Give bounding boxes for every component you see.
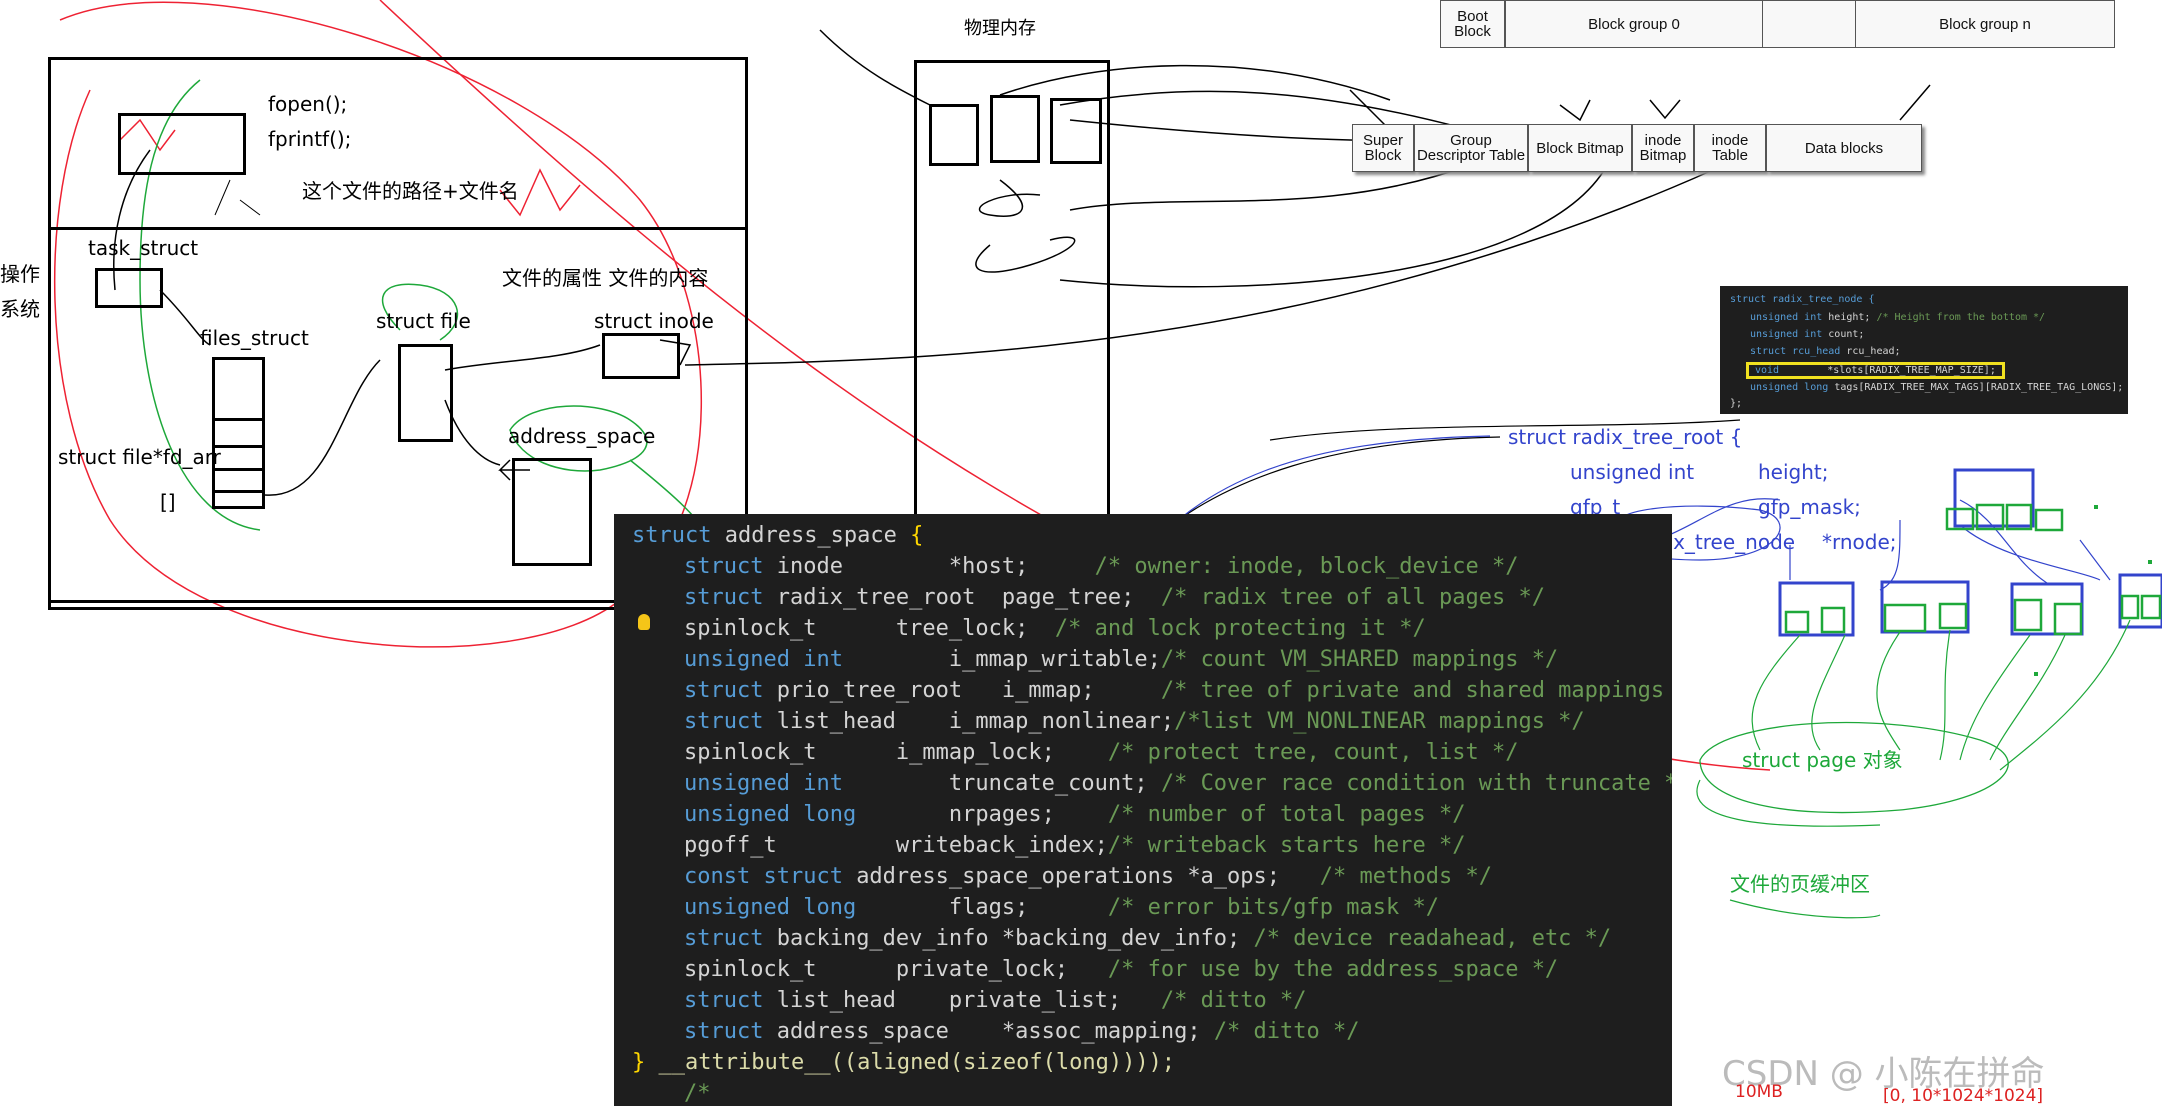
struct-inode-box (602, 333, 680, 379)
page-cache-label: 文件的页缓冲区 (1730, 872, 1870, 896)
process-box (118, 113, 246, 175)
memory-page-box (990, 95, 1040, 163)
ext2-data-blocks: Data blocks (1766, 124, 1922, 172)
ext2-super-block: Super Block (1352, 124, 1414, 172)
page-object-label: struct page 对象 (1742, 748, 1903, 772)
fd-slot-divider (212, 490, 265, 493)
ext2-inode-bitmap: inode Bitmap (1632, 124, 1694, 172)
slots-highlight: void *slots[RADIX_TREE_MAP_SIZE]; (1746, 362, 2005, 379)
ext2-block-bitmap: Block Bitmap (1528, 124, 1632, 172)
attrs-note: 文件的属性 文件的内容 (502, 266, 709, 290)
struct-file-box (398, 344, 453, 442)
os-label-2: 系统 (0, 297, 40, 321)
ext2-inode-table: inode Table (1694, 124, 1766, 172)
radix-root-label: struct radix_tree_root { (1508, 425, 1743, 449)
physical-memory-title: 物理内存 (964, 18, 1036, 39)
radix-field-name: gfp_mask; (1758, 495, 1861, 519)
struct-file-label: struct file (376, 309, 471, 333)
fprintf-label: fprintf(); (268, 127, 352, 151)
ext2-gdt: Group Descriptor Table (1414, 124, 1528, 172)
radix-field-type: unsigned int (1570, 460, 1695, 484)
task-struct-box (95, 268, 163, 308)
files-struct-label: files_struct (200, 326, 309, 350)
size-note: 10MB (1735, 1082, 1783, 1102)
radix-node-snippet: struct radix_tree_node { unsigned int he… (1720, 286, 2128, 414)
address-space-label: address_space (508, 424, 656, 448)
task-struct-label: task_struct (88, 236, 199, 260)
struct-inode-label: struct inode (594, 309, 714, 333)
os-frame (48, 227, 748, 603)
lightbulb-icon[interactable] (638, 614, 650, 630)
radix-field-name: *rnode; (1822, 530, 1897, 554)
range-note: [0, 10*1024*1024] (1883, 1086, 2044, 1106)
fd-slot-divider (212, 418, 265, 421)
ext2-block-group-n: Block group n (1855, 0, 2115, 48)
fopen-label: fopen(); (268, 92, 348, 116)
fd-arr-label: struct file*fd_arr (58, 445, 221, 469)
os-label-1: 操作 (0, 262, 40, 286)
fd-slot-divider (212, 445, 265, 448)
address-space-box (512, 458, 592, 566)
address-space-code: struct address_space { struct inode *hos… (614, 514, 1672, 1106)
ext2-gap (1763, 0, 1855, 48)
fd-slot-divider (212, 468, 265, 471)
brackets-label: [] (160, 490, 176, 514)
path-note: 这个文件的路径+文件名 (302, 179, 519, 203)
radix-field-name: height; (1758, 460, 1829, 484)
memory-page-box (929, 104, 979, 166)
memory-page-box (1050, 98, 1102, 164)
ext2-boot-block: Boot Block (1440, 0, 1505, 48)
fd-array-box (212, 357, 265, 509)
ext2-block-group-0: Block group 0 (1505, 0, 1763, 48)
watermark: CSDN @ 小陈在拼命 (1722, 1054, 2045, 1094)
